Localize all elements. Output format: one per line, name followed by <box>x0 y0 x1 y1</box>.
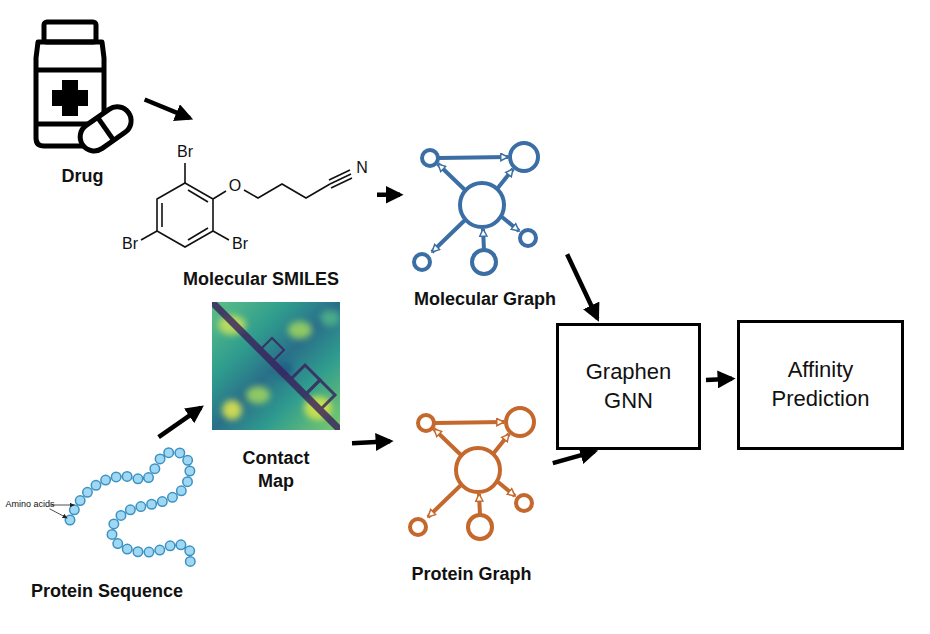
drug-icon <box>36 22 137 156</box>
node-caption: Contact Map <box>229 447 324 492</box>
contact-map-image <box>212 302 340 430</box>
atom-label: N <box>356 160 368 176</box>
flow-arrow <box>377 193 400 198</box>
node-caption: Drug <box>62 165 104 188</box>
atom-label: Br <box>122 236 138 252</box>
process-box: Affinity Prediction <box>737 320 904 450</box>
protein-chain <box>50 452 191 562</box>
flow-arrow <box>159 408 201 438</box>
drug-node: Drug <box>25 15 140 187</box>
atom-label: Br <box>232 236 248 252</box>
flow-arrow <box>145 99 190 118</box>
box-label: Affinity Prediction <box>748 356 893 413</box>
box-label: Graphen GNN <box>567 358 690 415</box>
process-box: Graphen GNN <box>556 323 701 450</box>
protein-graph-icon <box>410 408 534 539</box>
flow-arrow <box>553 451 595 463</box>
node-caption: Molecular SMILES <box>183 268 339 291</box>
flow-arrow <box>352 441 390 443</box>
contact-map-node: Contact Map <box>205 298 347 492</box>
graph-node: Molecular Graph <box>405 138 565 310</box>
molecular-graph-icon <box>414 143 538 274</box>
callout-label: Amino acids <box>5 500 54 509</box>
node-caption: Protein Graph <box>411 563 531 586</box>
sequence-node: Protein Sequence <box>12 440 202 602</box>
flow-arrow <box>567 254 597 318</box>
atom-label: O <box>229 178 241 194</box>
molecule-bonds <box>141 163 352 247</box>
node-caption: Molecular Graph <box>414 288 556 311</box>
atom-label: Br <box>177 144 193 160</box>
graph-node: Protein Graph <box>395 405 548 585</box>
flow-arrow <box>706 379 732 380</box>
node-caption: Protein Sequence <box>31 580 183 603</box>
